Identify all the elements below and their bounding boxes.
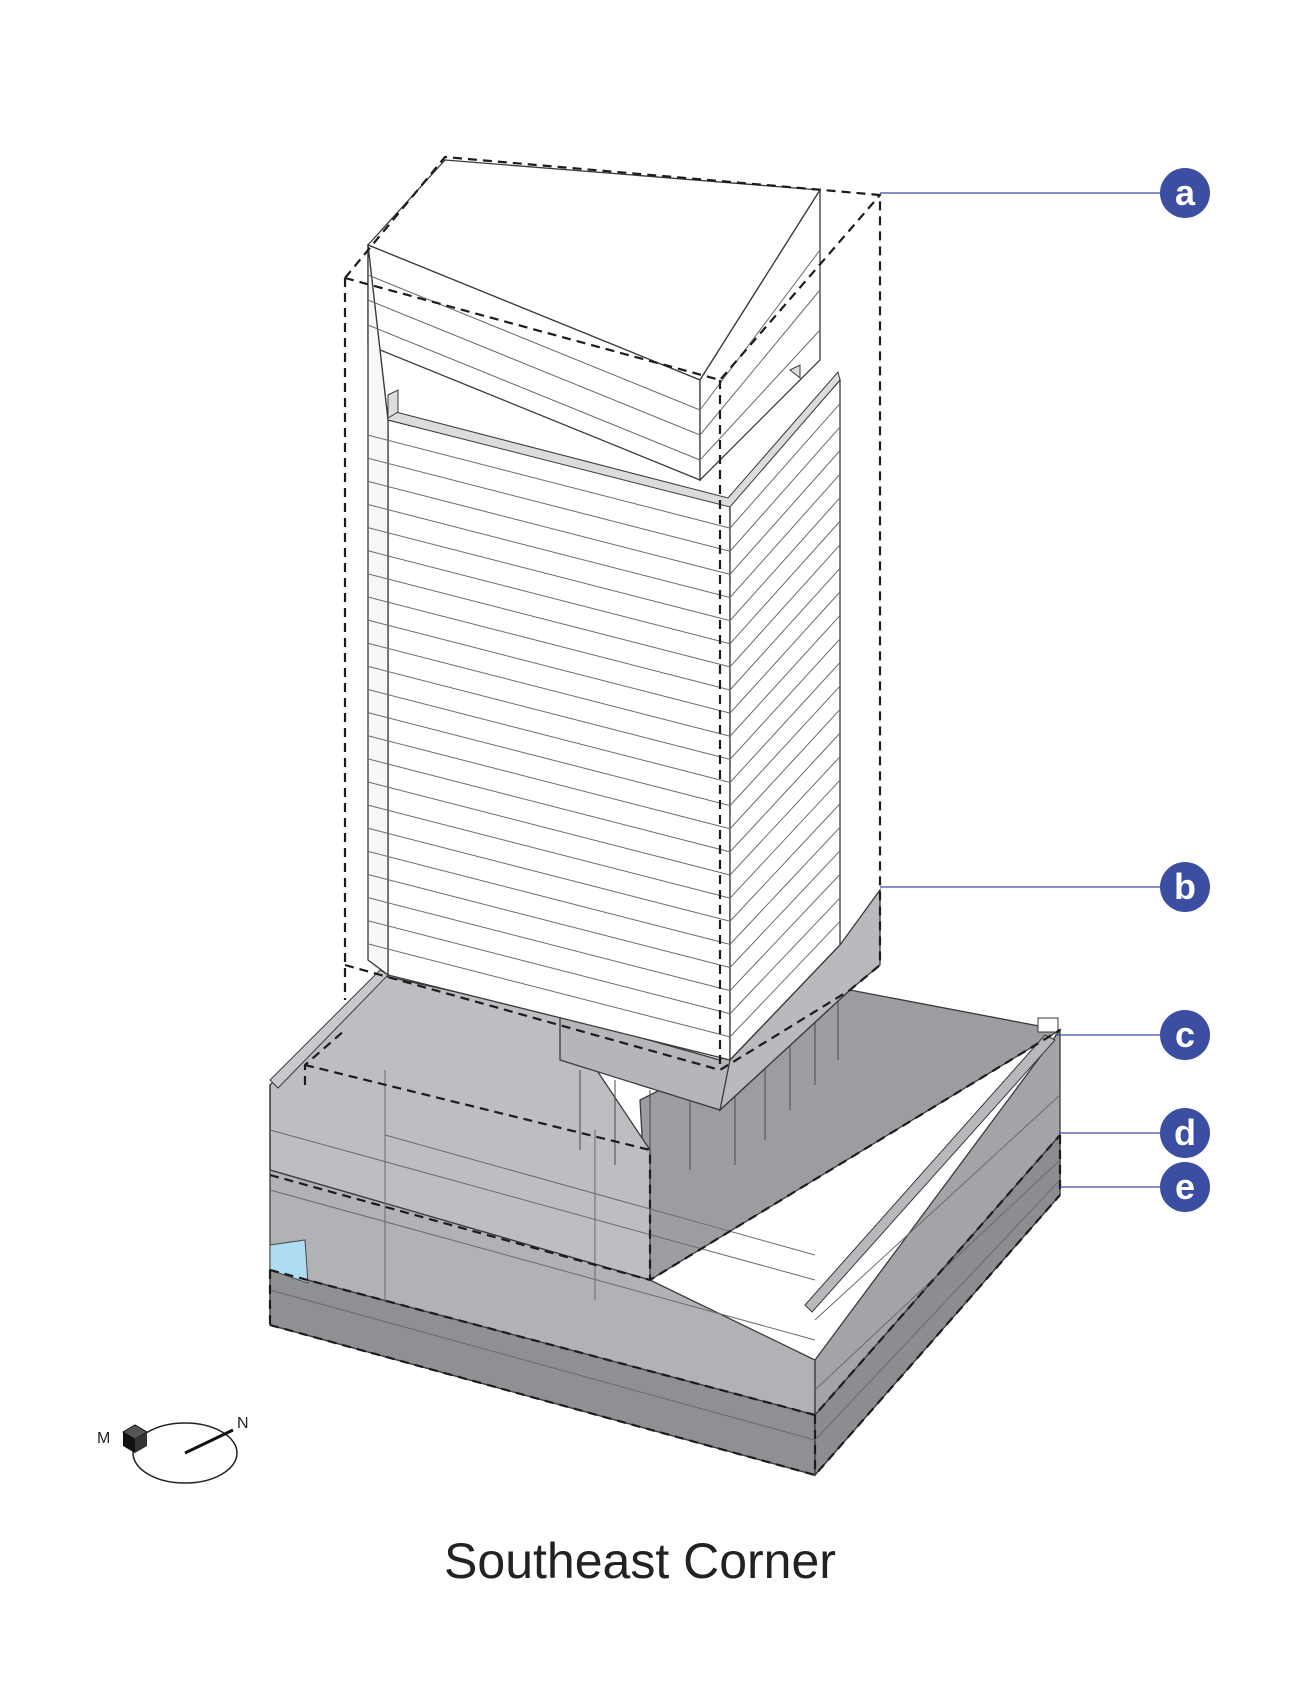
floor-line bbox=[367, 850, 731, 945]
tower bbox=[366, 159, 881, 1112]
compass: M N bbox=[97, 1415, 249, 1484]
floor-line bbox=[367, 619, 731, 714]
floor-line bbox=[729, 567, 841, 691]
floor-line bbox=[729, 826, 841, 945]
diagram-caption: Southeast Corner bbox=[444, 1533, 836, 1589]
floor-line bbox=[367, 504, 731, 598]
floor-line bbox=[367, 689, 731, 783]
tower-base-east bbox=[718, 888, 881, 1112]
floor-line bbox=[367, 943, 731, 1038]
floor-line bbox=[367, 758, 731, 853]
compass-cube-icon bbox=[122, 1424, 148, 1453]
floor-line bbox=[367, 527, 731, 622]
floor-line bbox=[367, 642, 731, 737]
floor-line bbox=[367, 897, 731, 992]
floor-line bbox=[367, 573, 731, 668]
floor-line bbox=[367, 712, 731, 807]
floor-line bbox=[367, 735, 731, 830]
floor-line bbox=[367, 434, 731, 529]
tower-shaft-west-strip bbox=[367, 244, 389, 977]
floor-line bbox=[729, 662, 841, 783]
callout-a-label: a bbox=[1175, 172, 1196, 213]
callout-b: b bbox=[880, 862, 1210, 912]
floor-line bbox=[367, 920, 731, 1015]
floor-line bbox=[729, 897, 841, 1015]
ground-floor-glass bbox=[269, 1239, 309, 1284]
tower-floor-lines-east bbox=[729, 403, 841, 1038]
podium bbox=[269, 938, 1062, 1477]
floor-line bbox=[729, 426, 841, 552]
floor-line bbox=[729, 756, 841, 876]
floor-line bbox=[367, 827, 731, 922]
podium-base-east bbox=[814, 1133, 1061, 1477]
floor-line bbox=[367, 665, 731, 760]
callout-d-label: d bbox=[1174, 1112, 1196, 1153]
floor-line bbox=[729, 803, 841, 922]
floor-line bbox=[729, 520, 841, 645]
callout-a: a bbox=[880, 168, 1210, 218]
callout-e-label: e bbox=[1175, 1166, 1195, 1207]
callout-c-label: c bbox=[1175, 1014, 1195, 1055]
floor-line bbox=[367, 804, 731, 899]
floor-line bbox=[729, 685, 841, 806]
zone-outlines bbox=[268, 155, 1062, 1477]
floor-line bbox=[367, 550, 731, 645]
tower-floor-lines-south bbox=[367, 434, 731, 1038]
floor-line bbox=[729, 779, 841, 899]
callout-c: c bbox=[1055, 1010, 1210, 1060]
floor-line bbox=[729, 850, 841, 968]
compass-north-label: N bbox=[237, 1415, 249, 1432]
callout-d: d bbox=[1060, 1108, 1210, 1158]
callout-e: e bbox=[1060, 1162, 1210, 1212]
floor-line bbox=[729, 709, 841, 830]
floor-line bbox=[729, 591, 841, 714]
floor-line bbox=[367, 874, 731, 968]
callout-b-label: b bbox=[1174, 866, 1196, 907]
floor-line bbox=[367, 781, 731, 876]
floor-line bbox=[729, 403, 841, 529]
floor-line bbox=[729, 638, 841, 760]
floor-line bbox=[367, 596, 731, 691]
floor-line bbox=[729, 473, 841, 598]
floor-line bbox=[729, 615, 841, 737]
callouts: a b c d e bbox=[880, 168, 1210, 1212]
floor-line bbox=[729, 544, 841, 668]
floor-line bbox=[729, 450, 841, 575]
compass-west-label: M bbox=[97, 1430, 110, 1447]
floor-line bbox=[729, 497, 841, 621]
floor-line bbox=[729, 732, 841, 853]
floor-line bbox=[367, 457, 731, 552]
floor-line bbox=[367, 480, 731, 575]
tower-crown-east bbox=[699, 187, 821, 482]
floor-line bbox=[729, 921, 841, 1038]
floor-line bbox=[729, 874, 841, 991]
